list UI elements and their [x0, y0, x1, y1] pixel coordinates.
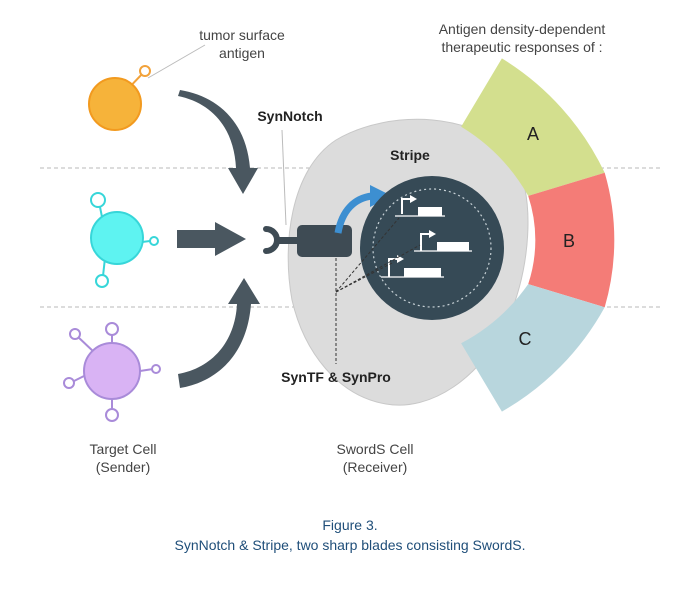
arrow-middle — [177, 222, 246, 256]
segment-label-c: C — [519, 329, 532, 349]
sender-cell-orange — [88, 44, 206, 131]
response-title-line1: Antigen density-dependent — [439, 21, 606, 37]
transcription-arrow — [334, 192, 373, 234]
stripe-label: Stripe — [390, 147, 430, 163]
sender-cell-purple — [63, 322, 161, 422]
tumor-antigen-label-line1: tumor surface — [199, 27, 285, 43]
response-segment-a — [461, 58, 605, 196]
figure-caption-text: SynNotch & Stripe, two sharp blades cons… — [175, 537, 526, 553]
promoter-gene-2 — [414, 230, 472, 252]
sender-cell-cyan — [90, 192, 159, 288]
syntf-pointer-lines — [335, 217, 421, 364]
receiver-cell-label-line2: (Receiver) — [343, 459, 408, 475]
synnotch-label: SynNotch — [257, 108, 322, 124]
arrow-top — [178, 90, 258, 194]
receiver-cell-label-line1: SwordS Cell — [336, 441, 413, 457]
arrow-bottom — [178, 278, 260, 388]
response-segment-b — [528, 172, 615, 308]
promoter-gene-1 — [395, 195, 445, 217]
syntf-synpro-label: SynTF & SynPro — [281, 369, 391, 385]
target-cell-label-line1: Target Cell — [90, 441, 157, 457]
nucleus — [360, 176, 504, 320]
response-title-line2: therapeutic responses of : — [441, 39, 602, 55]
segment-label-a: A — [527, 124, 539, 144]
transcription-arrowhead — [370, 185, 392, 207]
tumor-antigen-label-line2: antigen — [219, 45, 265, 61]
response-segment-c — [461, 284, 605, 412]
figure-caption-title: Figure 3. — [322, 517, 377, 533]
target-cell-label-line2: (Sender) — [96, 459, 150, 475]
segment-label-b: B — [563, 231, 575, 251]
